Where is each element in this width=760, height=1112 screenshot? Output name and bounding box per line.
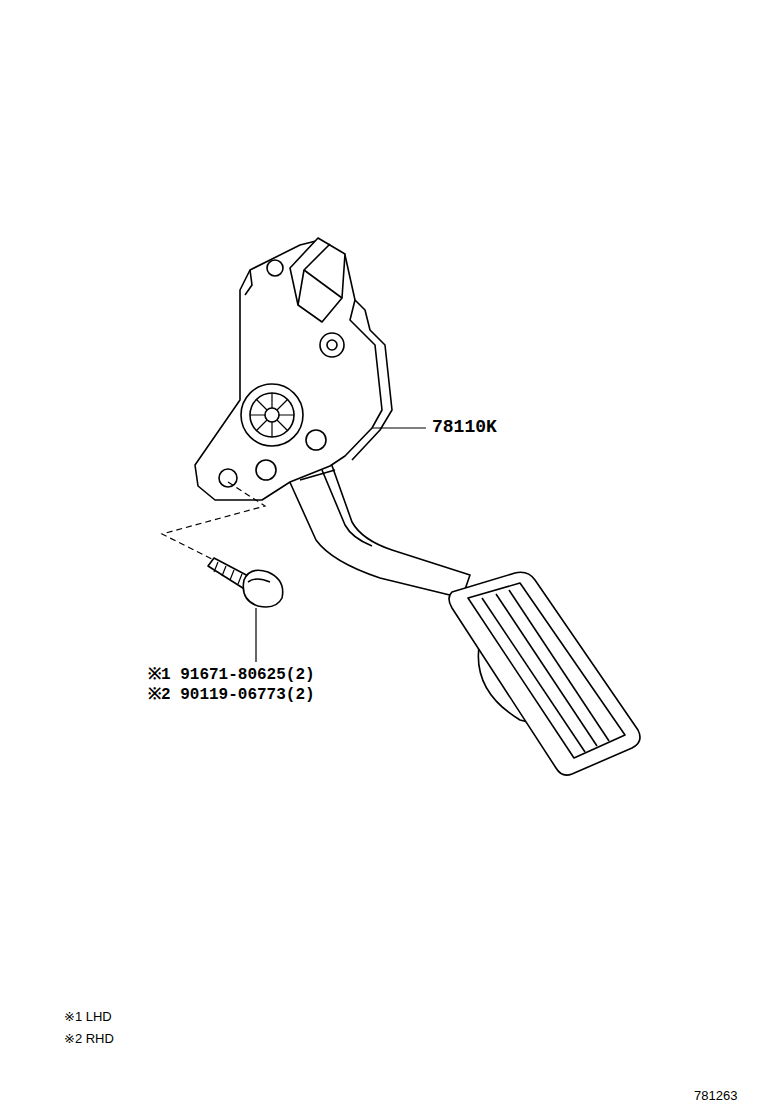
pedal-arm	[288, 460, 470, 598]
install-line	[162, 482, 265, 560]
figure-number: 781263	[694, 1089, 737, 1103]
pedal-pad	[449, 572, 640, 775]
connector	[290, 238, 345, 322]
leader-line	[372, 427, 426, 428]
bolt-head	[243, 570, 282, 607]
sensor-housing	[195, 240, 382, 500]
part-number: ※2 90119-06773(2)	[148, 687, 315, 705]
part-number: 78110K	[432, 418, 497, 438]
sensor-rotor	[241, 384, 303, 446]
note-text: ※1 LHD	[64, 1010, 112, 1024]
leader-line	[255, 608, 256, 662]
note-text: ※2 RHD	[64, 1032, 114, 1046]
bolt-hole	[219, 469, 237, 487]
part-number: ※1 91671-80625(2)	[148, 667, 315, 685]
